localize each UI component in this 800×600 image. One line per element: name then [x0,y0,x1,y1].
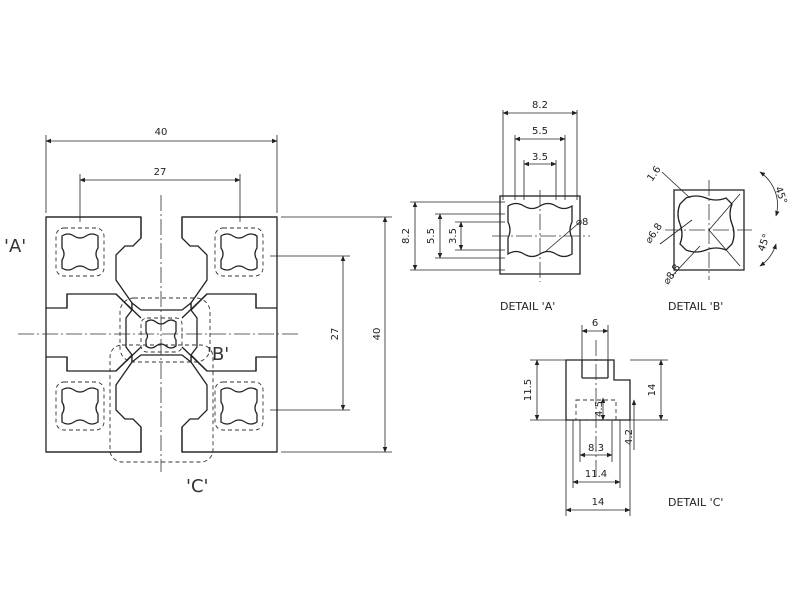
detail-b-dim-6-8: ⌀6.8 [643,221,665,245]
detail-a-dim-8-2-top: 8.2 [532,100,548,111]
cavity-center [140,317,183,353]
detail-c-dim-8-3: 8.3 [588,443,604,454]
profile-outline [45,353,142,453]
cavity-bl [55,381,105,431]
detail-b-angle-bottom: 45° [756,233,772,253]
detail-b-angle-top: 45° [772,185,788,205]
detail-c-dim-11-5: 11.5 [523,379,534,401]
detail-b-title: DETAIL 'B' [668,300,723,313]
main-profile: 40 27 40 27 'A' 'B' 'C' [4,127,392,497]
detail-b: 45° 45° 1.6 ⌀6.8 ⌀8.8 DETAIL 'B' [643,164,788,313]
profile-core [125,301,198,364]
detail-a-dim-3-5-top: 3.5 [532,152,548,163]
detail-c-dim-4-2: 4.2 [624,429,635,445]
cavity-br [214,381,264,431]
tag-c: 'C' [186,476,208,497]
detail-c-region [109,344,214,463]
detail-c-dim-14-side: 14 [647,384,658,397]
detail-a-dim-3-5-side: 3.5 [448,228,459,244]
dim-inner-height-27: 27 [330,328,341,341]
detail-a-title: DETAIL 'A' [500,300,555,313]
cavity-tl [55,227,105,277]
detail-c: 6 11.5 14 4.5 4.2 8.3 11.4 14 DETAIL 'C' [523,318,723,516]
dim-width-40: 40 [155,127,168,138]
detail-c-title: DETAIL 'C' [668,496,723,509]
cavity-tr [214,227,264,277]
detail-a-dim-5-5-side: 5.5 [426,228,437,244]
detail-a-dim-r: ⌀8 [576,217,588,228]
detail-b-dim-1-6: 1.6 [645,164,663,183]
detail-a-dim-5-5-top: 5.5 [532,126,548,137]
detail-c-dim-14-bottom: 14 [592,497,605,508]
profile-outline [45,216,142,312]
detail-c-dim-11-4: 11.4 [585,469,607,480]
detail-a: 8.2 5.5 3.5 8.2 5.5 3.5 ⌀8 DETAIL 'A' [401,100,590,313]
tag-a: 'A' [4,236,26,257]
tag-b: 'B' [207,344,229,365]
dim-inner-width-27: 27 [154,167,167,178]
detail-c-dim-4-5: 4.5 [594,401,605,417]
dim-height-40: 40 [372,328,383,341]
detail-b-region [119,297,211,363]
detail-a-dim-8-2-side: 8.2 [401,228,412,244]
detail-c-dim-6: 6 [592,318,598,329]
